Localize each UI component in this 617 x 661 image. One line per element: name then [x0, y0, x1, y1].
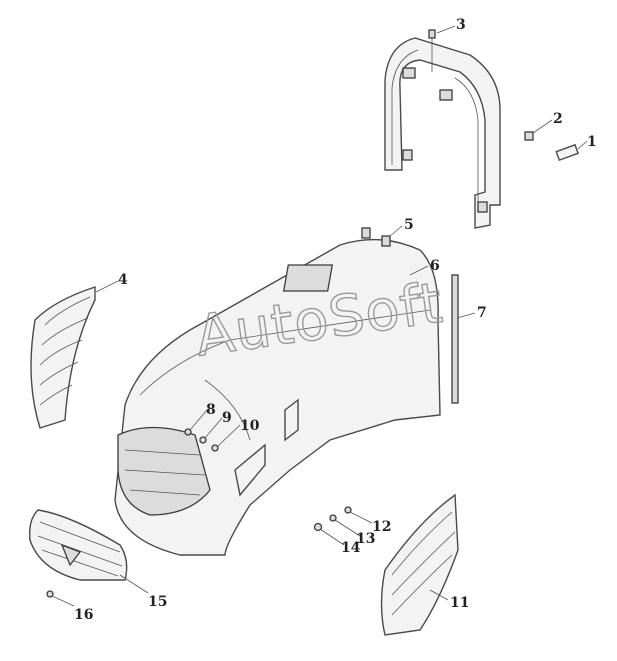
- callout-16: 16: [74, 607, 93, 623]
- callout-3: 3: [456, 17, 466, 33]
- hood: [114, 238, 441, 556]
- callout-9: 9: [222, 410, 232, 426]
- pin-1: [555, 143, 580, 162]
- callout-1: 1: [587, 134, 597, 150]
- callout-5: 5: [404, 217, 414, 233]
- callout-10: 10: [240, 418, 260, 434]
- side-panel-left: [30, 286, 96, 429]
- bolt-3: [428, 29, 436, 72]
- screw-16: [46, 590, 54, 598]
- side-panel-right: [380, 493, 459, 636]
- washer-2: [524, 131, 534, 141]
- callout-7: 7: [477, 305, 487, 321]
- callout-15: 15: [148, 594, 167, 610]
- callout-14: 14: [341, 540, 361, 556]
- callout-13: 13: [356, 531, 375, 547]
- bolts-12-14: [313, 506, 352, 532]
- callout-11: 11: [450, 595, 469, 611]
- callout-4: 4: [118, 272, 128, 288]
- callout-12: 12: [372, 519, 391, 535]
- leader-lines: [51, 25, 588, 607]
- hood-cap-5: [361, 227, 391, 247]
- front-grille: [28, 509, 128, 581]
- callout-6: 6: [430, 258, 440, 274]
- roll-bar: [384, 37, 501, 229]
- callout-8: 8: [206, 402, 216, 418]
- strip-7: [451, 274, 459, 404]
- callout-2: 2: [553, 111, 563, 127]
- bolts-8-9: [184, 428, 219, 452]
- bracket-10: [234, 398, 299, 497]
